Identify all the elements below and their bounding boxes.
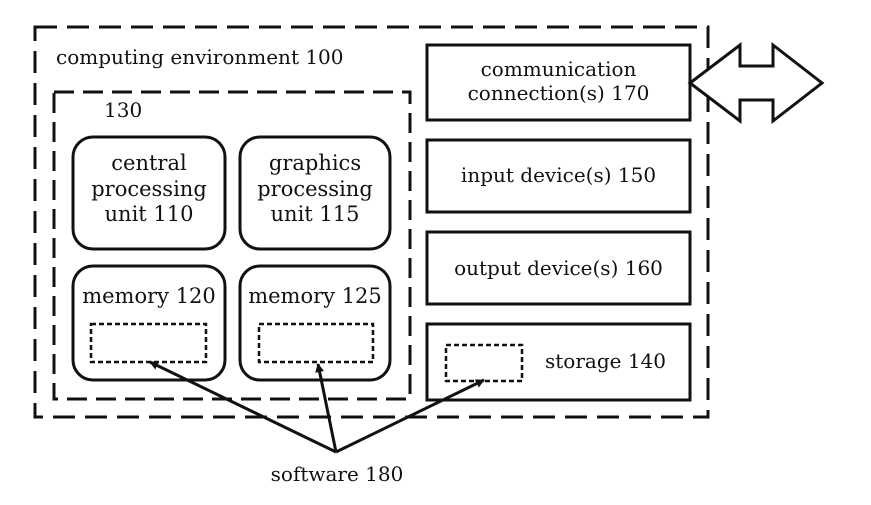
input-device-box	[425, 138, 692, 214]
memory-120-label: memory 120	[82, 284, 216, 308]
cpu-label-line-2: processing	[91, 176, 207, 201]
input-device-label: input device(s) 150	[460, 163, 657, 187]
output-device-box	[425, 230, 692, 306]
memory-125-software-slot	[257, 322, 375, 364]
communication-label: communication connection(s) 170	[427, 57, 690, 106]
memory-125-box	[238, 264, 392, 382]
cpu-label: central processing unit 110	[73, 151, 225, 228]
group-130-label: 130	[104, 98, 143, 122]
gpu-label-line-1: graphics	[268, 151, 362, 175]
software-arrow-memory-120	[149, 360, 337, 454]
storage-box	[425, 322, 692, 402]
software-label: software 180	[270, 462, 404, 486]
cpu-label-line-3: unit 110	[104, 202, 194, 227]
memory-120-software-slot	[89, 322, 208, 364]
gpu-label-line-3: unit 115	[270, 202, 360, 227]
output-device-label: output device(s) 160	[454, 256, 663, 280]
memory-120-box	[71, 264, 227, 382]
computing-environment-box	[33, 25, 710, 419]
memory-125-label: memory 125	[248, 284, 382, 308]
software-arrow-memory-125	[315, 363, 338, 453]
computing-environment-label: computing environment 100	[56, 45, 344, 69]
storage-software-slot	[444, 343, 524, 383]
gpu-label: graphics processing unit 115	[240, 151, 390, 228]
communication-label-line-1: communication	[480, 57, 637, 81]
cpu-box	[71, 135, 227, 251]
storage-label: storage 140	[545, 349, 666, 373]
gpu-label-line-2: processing	[257, 176, 373, 201]
software-arrow-storage	[335, 378, 485, 454]
group-130-box	[52, 90, 412, 401]
gpu-box	[238, 135, 392, 251]
communication-label-line-2: connection(s) 170	[467, 81, 650, 106]
communication-double-arrow	[687, 41, 825, 125]
cpu-label-line-1: central	[111, 151, 187, 175]
